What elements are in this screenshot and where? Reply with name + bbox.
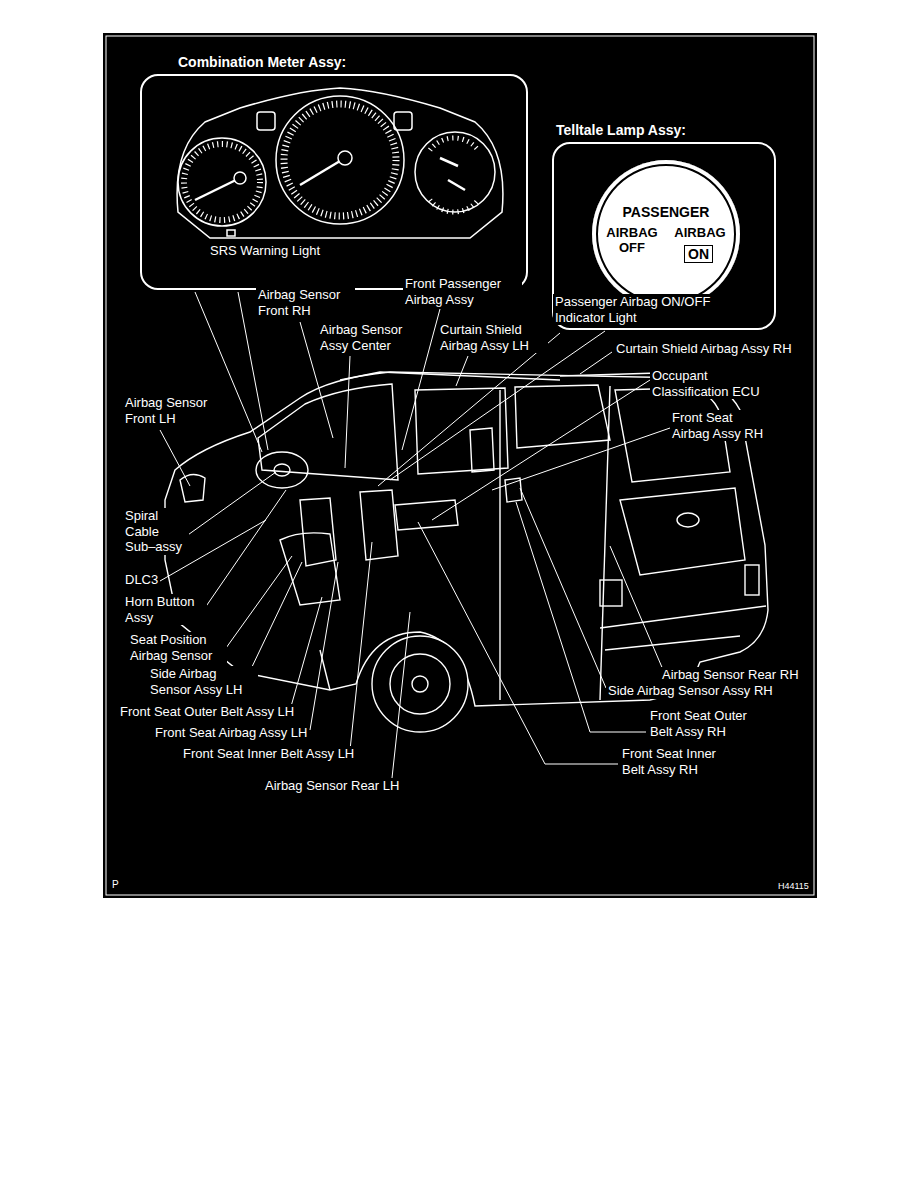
vehicle-illustration [340,372,560,380]
callout-label: Front Seat Airbag Assy LH [153,725,309,741]
meter-cluster [300,158,345,185]
callout-label: Horn Button Assy [123,594,207,625]
meter-cluster [178,138,266,226]
vehicle-illustration [258,384,398,480]
meter-cluster [195,178,240,200]
meter-cluster [448,180,465,190]
meter-cluster [440,158,458,166]
panel-heading: Combination Meter Assy: [178,54,346,70]
callout-label: Curtain Shield Airbag Assy RH [614,341,794,357]
vehicle-illustration [180,474,205,502]
vehicle-illustration [505,478,522,502]
frame-border [106,36,814,895]
lamp-state: AIRBAG [668,226,732,241]
lamp-state: ON [688,246,709,262]
callout-label: Airbag Sensor Rear RH [660,667,801,683]
callout-label: SRS Warning Light [208,243,322,259]
meter-cluster [430,200,478,212]
callout-label: Passenger Airbag ON/OFF Indicator Light [553,294,737,325]
leader-line [310,562,338,730]
vehicle-illustration [470,428,494,472]
panel-heading: Telltale Lamp Assy: [556,122,686,138]
vehicle-illustration [745,565,759,595]
meter-cluster [177,88,503,238]
indicator-box: ON [684,245,713,263]
meter-cluster [430,138,478,150]
vehicle-illustration [320,650,330,690]
vehicle-illustration [600,386,610,700]
vehicle-illustration [620,488,745,575]
vehicle-illustration [600,606,766,628]
callout-label: Spiral Cable Sub–assy [123,508,189,555]
leader-line [580,352,612,374]
leader-line [350,542,372,750]
telltale-lamp: PASSENGER AIRBAG OFF AIRBAG ON [592,160,740,308]
leader-line [610,546,664,672]
callout-label: H44115 [776,881,811,892]
background-panel [103,33,817,898]
leader-line [378,333,560,486]
callout-label: Airbag Sensor Rear LH [263,778,401,794]
vehicle-illustration [515,385,610,448]
vehicle-illustration [395,500,458,530]
leader-line [492,428,670,490]
leader-line [226,556,292,648]
vehicle-illustration [390,654,450,714]
meter-cluster [276,96,404,224]
leader-line [390,331,605,480]
meter-cluster [257,112,275,130]
lamp-title: PASSENGER [592,204,740,220]
component-panel: Combination Meter Assy: [140,74,528,290]
vehicle-illustration [274,464,290,476]
vehicle-illustration [360,490,398,560]
callout-label: Curtain Shield Airbag Assy LH [438,322,548,353]
leader-line [198,490,286,618]
meter-cluster [184,144,260,220]
callout-label: DLC3 [123,572,160,588]
callout-label: Front Seat Inner Belt Assy RH [620,746,736,777]
leader-line [418,522,618,764]
callout-label: Side Airbag Sensor Assy RH [606,683,775,699]
leader-line [290,597,322,710]
callout-label: Occupant Classification ECU [650,368,784,399]
vehicle-illustration [605,636,740,650]
leader-line [520,488,606,688]
vehicle-illustration [499,390,500,700]
vehicle-illustration [280,533,340,605]
vehicle-illustration [300,498,336,566]
leader-line [160,430,190,486]
meter-cluster [234,172,246,184]
callout-label: Airbag Sensor Front RH [256,287,355,318]
vehicle-illustration [412,676,428,692]
leader-line [456,356,468,386]
vehicle-illustration [677,513,699,527]
callout-label: P [110,879,121,891]
leader-line [195,292,262,452]
meter-cluster [415,132,495,212]
callout-label: Front Seat Outer Belt Assy RH [648,708,764,739]
leader-line [345,356,350,468]
callout-label: Front Seat Airbag Assy RH [670,410,771,441]
leader-line [185,472,276,537]
meter-cluster [177,88,503,238]
callout-label: Front Passenger Airbag Assy [403,276,522,307]
meter-cluster [284,104,396,216]
vehicle-illustration [372,636,468,732]
meter-cluster [227,230,235,236]
leader-line [432,380,650,520]
callout-label: Front Seat Outer Belt Assy LH [118,704,296,720]
meter-cluster [394,112,412,130]
leader-line [392,612,410,778]
meter-cluster [338,151,352,165]
callout-label: Side Airbag Sensor Assy LH [148,666,258,697]
lamp-state: AIRBAG OFF [600,226,664,256]
callout-label: Front Seat Inner Belt Assy LH [181,746,356,762]
callout-label: Airbag Sensor Front LH [123,395,222,426]
vehicle-illustration [256,452,308,488]
callout-label: Seat Position Airbag Sensor [128,632,227,663]
callout-label: Airbag Sensor Assy Center [318,322,417,353]
